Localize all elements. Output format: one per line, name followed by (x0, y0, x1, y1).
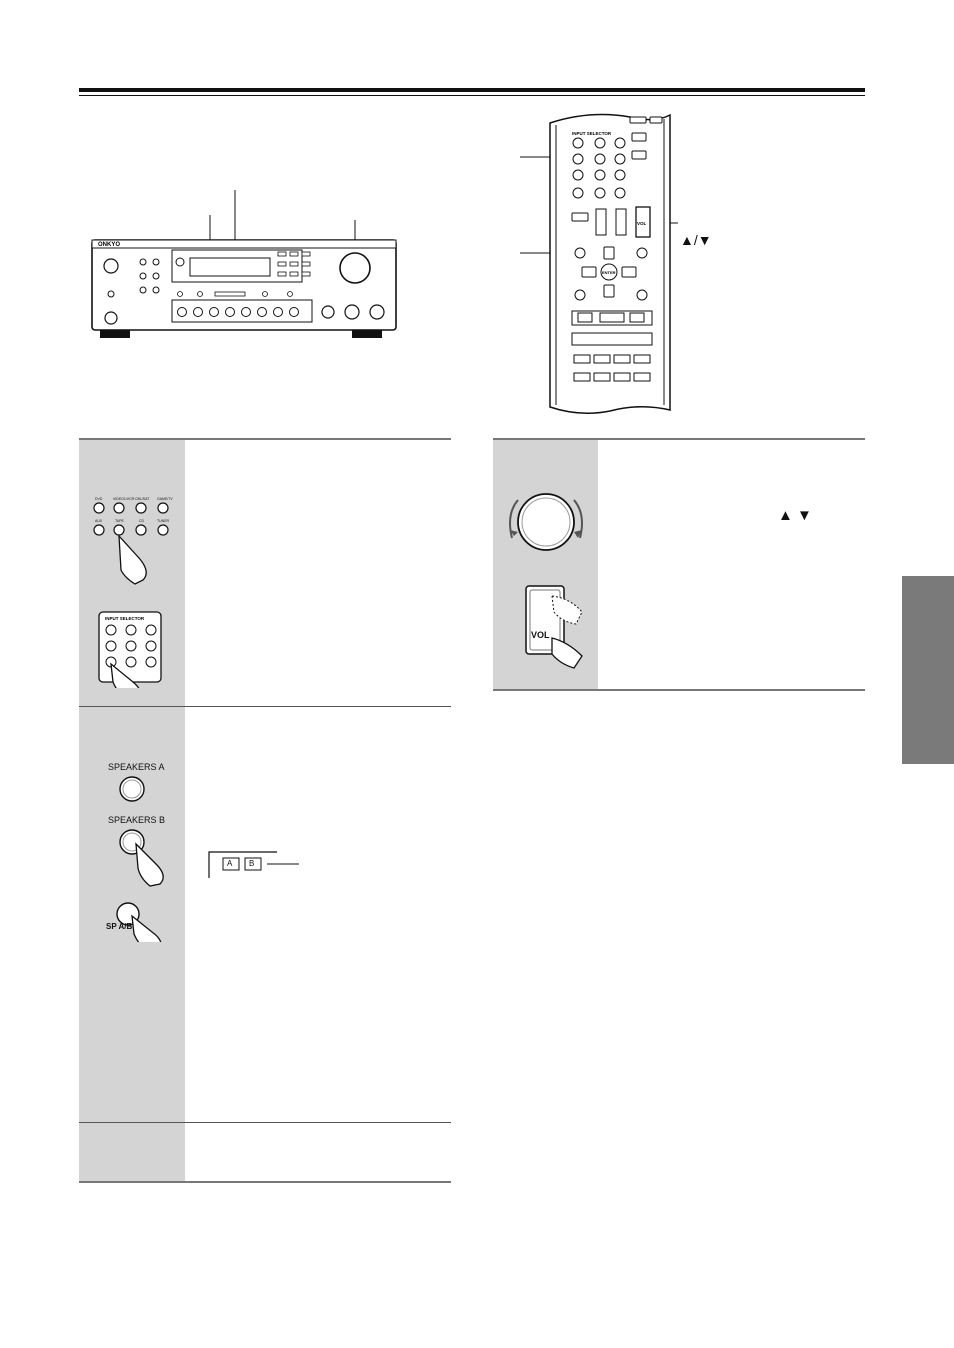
hand-pointer-icon-speakers (135, 842, 164, 887)
speaker-indicator-display (208, 851, 299, 878)
receiver-brand: ONKYO (98, 242, 120, 248)
svg-text:CBL/SAT: CBL/SAT (135, 497, 150, 501)
hand-pointer-icon-up (551, 595, 583, 625)
row-divider-2 (79, 1122, 451, 1123)
svg-text:TAPE: TAPE (115, 519, 125, 523)
remote-vol-rocker (635, 206, 651, 238)
header-rule (79, 88, 865, 92)
chapter-side-tab (902, 576, 954, 764)
remote-sp-ab-button (574, 247, 586, 259)
svg-text:CD: CD (139, 519, 145, 523)
svg-text:INPUT SELECTOR: INPUT SELECTOR (105, 616, 145, 621)
svg-text:ENTER: ENTER (602, 270, 616, 275)
table-right-bottom-rule (493, 689, 865, 691)
svg-text:INPUT SELECTOR: INPUT SELECTOR (572, 131, 612, 136)
table-left-top-rule (79, 438, 451, 440)
hand-pointer-icon-spab (131, 914, 162, 942)
speakers-b-label: SPEAKERS B (108, 815, 166, 825)
table-right-top-rule (493, 438, 865, 440)
volume-illustration (509, 493, 583, 669)
sp-ab-label: SP A/B (106, 922, 133, 931)
hand-pointer-icon-remote (110, 662, 140, 688)
row-divider-1 (79, 706, 451, 707)
table-left-bottom-rule (79, 1181, 451, 1183)
svg-text:GAME/TV: GAME/TV (157, 497, 173, 501)
svg-text:VOL: VOL (637, 221, 647, 226)
remote-illustration: INPUT SELECTOR VOL ENTER (520, 113, 678, 414)
vol-arrows-text: ▲ ▼ (778, 507, 812, 524)
receiver-illustration: ONKYO (91, 190, 397, 338)
master-volume-knob (339, 252, 371, 284)
header-rule-thin (79, 95, 865, 96)
vol-label: VOL (531, 630, 550, 640)
speaker-buttons-illustration (116, 776, 164, 942)
indicator-a: A (227, 859, 233, 868)
svg-text:VIDEO1/VCR: VIDEO1/VCR (113, 497, 135, 501)
speakers-a-label: SPEAKERS A (108, 762, 165, 772)
remote-arrow-callout: ▲/▼ (680, 232, 712, 248)
hand-pointer-icon-down (551, 637, 583, 669)
indicator-b: B (249, 859, 255, 868)
svg-text:AUX: AUX (95, 519, 103, 523)
svg-text:DVD: DVD (95, 497, 103, 501)
svg-text:TUNER: TUNER (157, 519, 170, 523)
hand-pointer-icon (118, 534, 147, 585)
